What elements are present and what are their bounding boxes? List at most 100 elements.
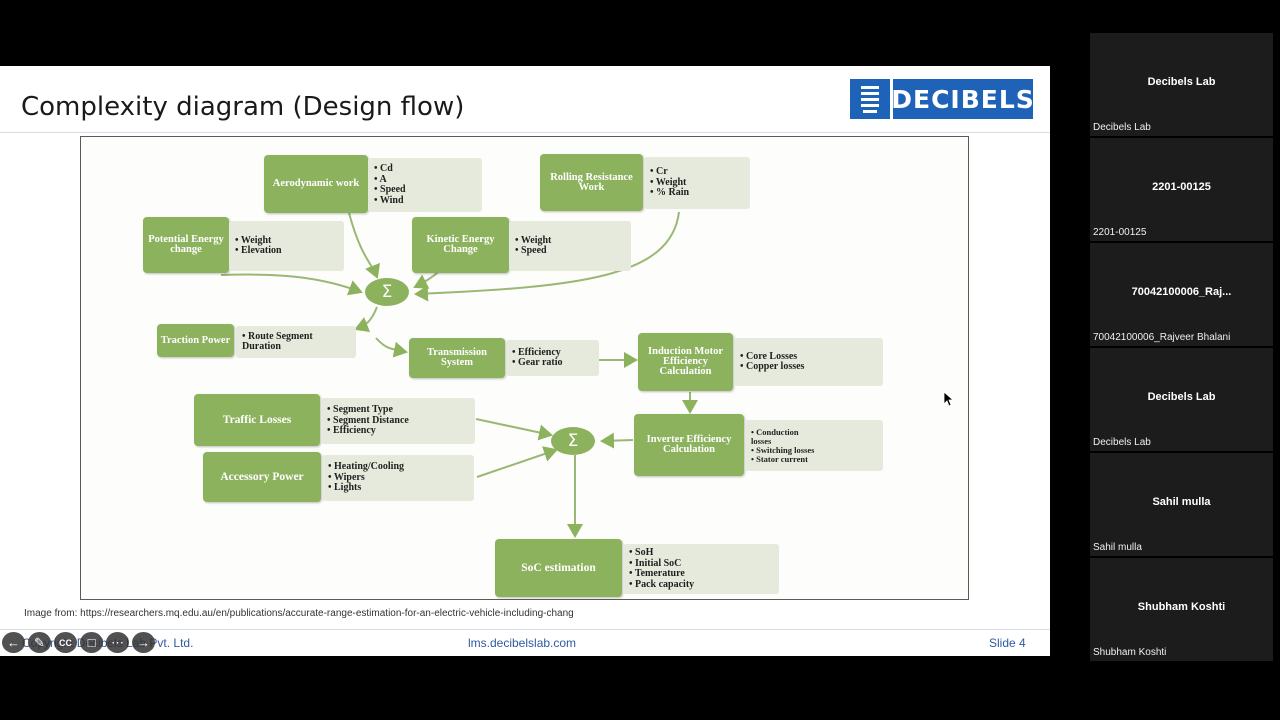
info-soc-1: • SoH: [629, 547, 654, 558]
connector-aero-sum: [348, 212, 380, 279]
info-inverter-2: losses: [751, 435, 772, 446]
info-kinetic-2: • Speed: [515, 245, 547, 256]
node-traffic-losses: Traffic Losses: [194, 394, 320, 446]
forward-icon[interactable]: →: [132, 632, 155, 653]
info-potential-1: • Weight: [235, 234, 272, 246]
node-transmission-system: Transmission System: [409, 338, 505, 378]
info-traffic-2: • Segment Distance: [327, 414, 409, 426]
info-aerodynamic: • Cd • A • Speed • Wind: [368, 158, 482, 212]
logo-wordmark: DECIBELS: [891, 79, 1034, 119]
node-soc-estimation: SoC estimation: [495, 539, 622, 597]
connector-potential-sum: [220, 273, 363, 296]
presentation-slide: Complexity diagram (Design flow) DECIBEL…: [0, 66, 1050, 656]
node-induction-motor-efficiency: Induction Motor Efficiency Calculation: [638, 333, 733, 391]
crop-icon[interactable]: □: [80, 632, 103, 653]
info-accessory-2: • Wipers: [328, 471, 365, 483]
image-source-caption: Image from: https://researchers.mq.edu.a…: [24, 608, 574, 619]
participant-label: Sahil mulla: [1093, 542, 1142, 553]
sum-node-2: Σ: [551, 427, 595, 455]
participant-label: 70042100006_Rajveer Bhalani: [1093, 332, 1231, 343]
footer-website-link[interactable]: lms.decibelslab.com: [468, 636, 577, 650]
info-aero-2: • A: [374, 173, 387, 185]
footer-divider: [0, 629, 1050, 630]
participant-label: 2201-00125: [1093, 227, 1147, 238]
more-icon[interactable]: ⋯: [106, 632, 129, 653]
participant-name: Decibels Lab: [1147, 391, 1216, 403]
participant-name: Decibels Lab: [1147, 76, 1216, 88]
info-aero-3: • Speed: [374, 184, 406, 195]
info-traffic-3: • Efficiency: [327, 425, 376, 437]
node-kinetic-energy-change: Kinetic Energy Change: [412, 217, 509, 273]
info-kinetic: • Weight • Speed: [509, 221, 631, 271]
participant-tile[interactable]: Sahil mulla Sahil mulla: [1090, 453, 1273, 556]
logo-mark-icon: [850, 79, 890, 119]
node-aerodynamic-work: Aerodynamic work: [264, 155, 368, 213]
info-accessory-3: • Lights: [328, 482, 362, 494]
info-soc-4: • Pack capacity: [629, 578, 695, 590]
info-motor: • Core Losses • Copper losses: [734, 338, 883, 386]
info-traffic-1: • Segment Type: [327, 404, 393, 416]
info-aero-4: • Wind: [374, 194, 404, 206]
participant-tile[interactable]: Decibels Lab Decibels Lab: [1090, 348, 1273, 451]
participant-tile[interactable]: Decibels Lab Decibels Lab: [1090, 33, 1273, 136]
participant-tile[interactable]: 70042100006_Raj... 70042100006_Rajveer B…: [1090, 243, 1273, 346]
info-inverter-1: • Conduction: [751, 426, 799, 437]
connector-traffic-sum: [475, 418, 553, 441]
complexity-diagram: Aerodynamic work • Cd • A • Speed • Wind…: [80, 136, 969, 600]
participant-name: Shubham Koshti: [1137, 601, 1226, 613]
connector-accessory-sum: [476, 446, 558, 478]
info-transmission-2: • Gear ratio: [512, 357, 563, 368]
info-transmission-1: • Efficiency: [512, 346, 561, 358]
slide-number: Slide 4: [989, 636, 1026, 650]
node-inverter-efficiency: Inverter Efficiency Calculation: [634, 414, 744, 476]
node-accessory-power: Accessory Power: [203, 452, 321, 502]
info-traffic: • Segment Type • Segment Distance • Effi…: [321, 398, 475, 444]
connector-traction-transmission: [375, 337, 408, 358]
info-traction-1: • Route Segment: [242, 330, 313, 342]
participant-name: Sahil mulla: [1152, 496, 1211, 508]
mouse-cursor-icon: [943, 391, 953, 407]
cc-icon[interactable]: CC: [54, 632, 77, 653]
info-kinetic-1: • Weight: [515, 234, 552, 246]
sum-node-1: Σ: [365, 278, 409, 306]
info-aero-1: • Cd: [374, 163, 393, 174]
participant-label: Decibels Lab: [1093, 437, 1151, 448]
title-divider: [0, 132, 1050, 133]
info-traction: • Route Segment Duration: [236, 326, 356, 358]
slide-title: Complexity diagram (Design flow): [21, 92, 465, 122]
info-rolling-1: • Cr: [650, 166, 668, 178]
node-traction-power: Traction Power: [157, 324, 234, 357]
participant-panel: Decibels Lab Decibels Lab 2201-00125 220…: [1090, 33, 1273, 663]
participant-tile[interactable]: Shubham Koshti Shubham Koshti: [1090, 558, 1273, 661]
info-transmission: • Efficiency • Gear ratio: [506, 340, 599, 376]
info-inverter: • Conduction losses • Switching losses •…: [745, 420, 883, 471]
info-accessory: • Heating/Cooling • Wipers • Lights: [322, 455, 474, 501]
info-soc-2: • Initial SoC: [629, 557, 682, 569]
connector-sum-traction: [354, 306, 378, 332]
node-rolling-resistance-work: Rolling Resistance Work: [540, 154, 643, 211]
back-icon[interactable]: ←: [2, 632, 25, 653]
info-accessory-1: • Heating/Cooling: [328, 461, 405, 473]
decibels-logo: DECIBELS: [850, 79, 1034, 119]
presentation-controls: ← ✎ CC □ ⋯ →: [2, 632, 155, 653]
participant-label: Shubham Koshti: [1093, 647, 1167, 658]
info-motor-2: • Copper losses: [740, 361, 805, 372]
participant-name: 2201-00125: [1152, 181, 1211, 193]
node-potential-energy-change: Potential Energy change: [143, 217, 229, 273]
info-traction-2: Duration: [242, 341, 281, 352]
info-potential-2: • Elevation: [235, 245, 282, 256]
info-rolling-2: • Weight: [650, 176, 687, 188]
participant-tile[interactable]: 2201-00125 2201-00125: [1090, 138, 1273, 241]
info-motor-1: • Core Losses: [740, 350, 798, 362]
info-inverter-3: • Switching losses: [751, 444, 815, 455]
info-soc: • SoH • Initial SoC • Temerature • Pack …: [623, 544, 779, 594]
info-rolling: • Cr • Weight • % Rain: [644, 157, 750, 209]
info-soc-3: • Temerature: [629, 568, 685, 579]
info-rolling-3: • % Rain: [650, 187, 690, 199]
connector-inverter-sum: [600, 432, 634, 449]
pen-icon[interactable]: ✎: [28, 632, 51, 653]
connector-rolling-sum: [414, 211, 680, 302]
info-inverter-4: • Stator current: [751, 453, 808, 464]
info-potential: • Weight • Elevation: [229, 221, 344, 271]
participant-name: 70042100006_Raj...: [1131, 286, 1232, 298]
